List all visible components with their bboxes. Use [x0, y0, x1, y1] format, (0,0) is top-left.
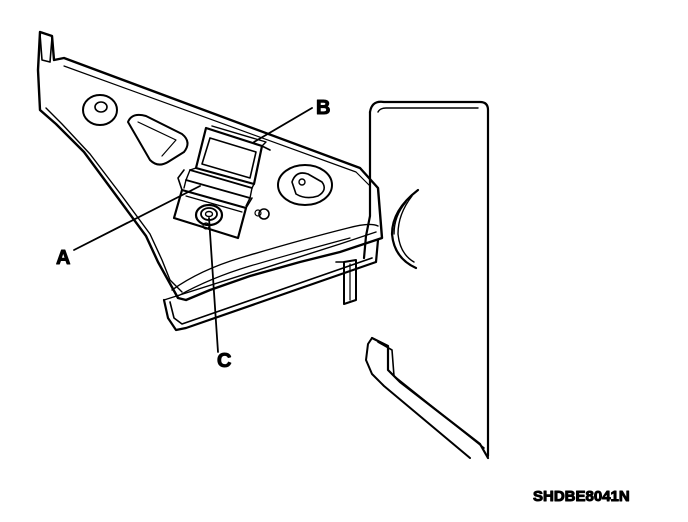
triangular-cutout — [127, 113, 189, 166]
leader-lines — [73, 107, 313, 353]
mounting-bracket — [36, 30, 384, 302]
leader-line-c — [208, 217, 219, 353]
callout-label-c: C — [217, 350, 231, 372]
figure-id: SHDBE8041N — [533, 488, 630, 505]
callout-label-a: A — [56, 247, 70, 269]
leader-line-a — [73, 185, 201, 251]
callout-label-b: B — [316, 97, 330, 119]
lower-rail — [162, 231, 380, 332]
body-panel — [362, 100, 490, 458]
leader-line-b — [253, 107, 313, 143]
round-hole — [82, 94, 118, 126]
body-channel — [365, 336, 490, 460]
sensor-module — [172, 125, 271, 240]
oval-hole — [277, 164, 333, 206]
